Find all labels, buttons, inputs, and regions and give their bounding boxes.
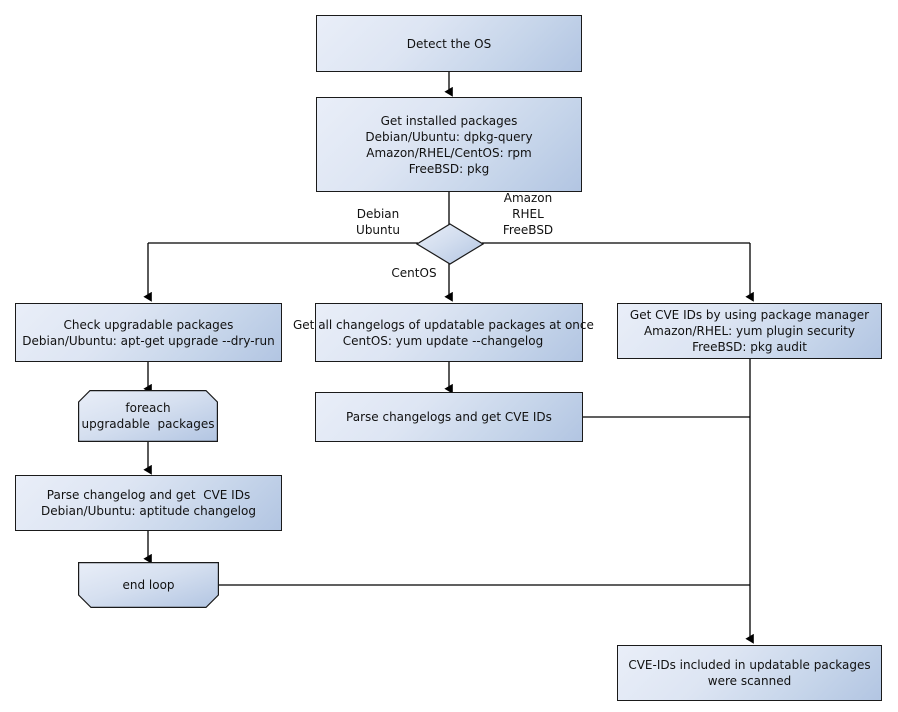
- line-2: Debian/Ubuntu: dpkg-query: [365, 129, 533, 144]
- line-1: Check upgradable packages: [63, 317, 234, 332]
- node-scanned-result[interactable]: CVE-IDs included in updatable packages we…: [617, 645, 882, 701]
- loop-start-shape: [78, 390, 218, 442]
- node-os-decision[interactable]: [416, 223, 484, 265]
- node-detect-os-label: Detect the OS: [406, 36, 492, 51]
- line-1: Parse changelog and get CVE IDs: [46, 488, 251, 502]
- loop-end-shape: [78, 562, 219, 608]
- line-2: Debian/Ubuntu: apt-get upgrade --dry-run: [22, 333, 275, 348]
- node-detect-os[interactable]: Detect the OS: [316, 15, 582, 72]
- line-2: CentOS: yum update --changelog: [342, 333, 544, 348]
- node-parse-changelogs-multi-label: Parse changelogs and get CVE IDs: [346, 410, 552, 424]
- line-2: were scanned: [707, 674, 792, 688]
- node-end-loop[interactable]: end loop: [78, 562, 219, 608]
- node-get-all-changelogs-label: Get all changelogs of updatable packages…: [293, 317, 594, 349]
- line-1: Get CVE IDs by using package manager: [629, 308, 870, 322]
- line-3: Amazon/RHEL/CentOS: rpm: [366, 145, 532, 160]
- node-scanned-result-label: CVE-IDs included in updatable packages we…: [628, 657, 870, 689]
- line-1: Get installed packages: [380, 113, 518, 128]
- line-1: foreach: [125, 401, 171, 415]
- node-foreach-loop[interactable]: foreach upgradable packages: [78, 390, 218, 442]
- node-foreach-loop-label: foreach upgradable packages: [82, 400, 215, 432]
- line-4: FreeBSD: pkg: [408, 161, 490, 176]
- line-3: FreeBSD: pkg audit: [692, 340, 807, 354]
- line-2: Debian/Ubuntu: aptitude changelog: [41, 504, 256, 518]
- edge-label-debian-ubuntu: Debian Ubuntu: [356, 207, 400, 237]
- edge-label-centos: CentOS: [391, 266, 437, 280]
- line-1: CVE-IDs included in updatable packages: [628, 658, 871, 672]
- line-1: Get all changelogs of updatable packages…: [293, 317, 594, 332]
- node-get-all-changelogs[interactable]: Get all changelogs of updatable packages…: [293, 303, 594, 362]
- node-end-loop-label: end loop: [122, 578, 175, 592]
- line-2: Amazon/RHEL: yum plugin security: [643, 324, 856, 338]
- line-2: upgradable packages: [81, 417, 215, 431]
- node-parse-changelogs-multi[interactable]: Parse changelogs and get CVE IDs: [315, 392, 583, 442]
- edge-label-amazon-rhel-freebsd: Amazon RHEL FreeBSD: [502, 191, 554, 237]
